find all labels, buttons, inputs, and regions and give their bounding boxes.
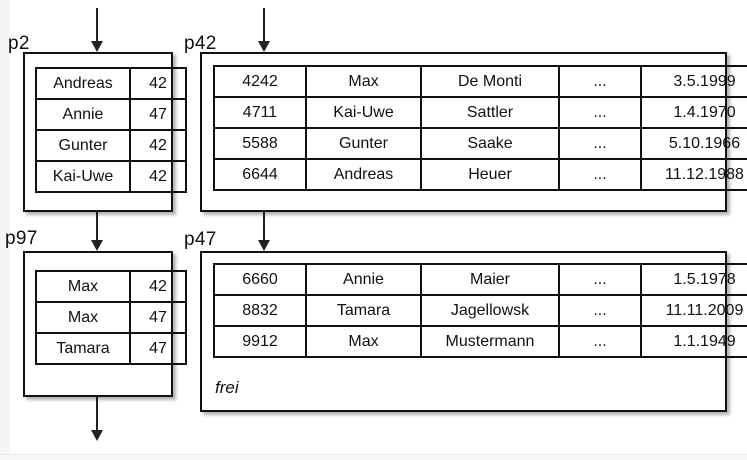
table-cell: Sattler: [420, 96, 560, 129]
table-cell: Max: [305, 65, 422, 98]
table-cell: Andreas: [35, 67, 131, 100]
free-space-label: frei: [215, 378, 239, 397]
table-cell: 8832: [213, 294, 307, 327]
table-cell: Andreas: [305, 158, 422, 191]
table-cell: 47: [129, 98, 187, 131]
table-cell: Gunter: [305, 127, 422, 160]
table-cell: Saake: [420, 127, 560, 160]
table-cell: 11.12.1988: [640, 158, 747, 191]
table-cell: Annie: [35, 98, 131, 131]
page-label-p2: p2: [8, 33, 30, 54]
table-cell: 42: [129, 129, 187, 162]
table-cell: Gunter: [35, 129, 131, 162]
table-cell: 3.5.1999: [640, 65, 747, 98]
table-cell: 1.1.1949: [640, 325, 747, 358]
table-cell: Max: [35, 270, 131, 303]
table-cell: 42: [129, 67, 187, 100]
table-cell: Tamara: [305, 294, 422, 327]
page-label-p47: p47: [184, 229, 217, 250]
table-cell: 11.11.2009: [640, 294, 747, 327]
table-cell: ...: [558, 294, 642, 327]
table-cell: 1.4.1970: [640, 96, 747, 129]
table-cell: Kai-Uwe: [305, 96, 422, 129]
arrow-p2-to-p97: [90, 212, 103, 251]
arrow-into-p2: [90, 8, 103, 52]
arrow-head-icon: [257, 41, 270, 52]
arrow-head-icon: [90, 41, 103, 52]
arrow-out-of-p97: [90, 397, 103, 441]
table-cell: 9912: [213, 325, 307, 358]
slide-bottom-margin: [0, 454, 747, 460]
table-cell: ...: [558, 96, 642, 129]
table-cell: Max: [35, 301, 131, 334]
table-cell: 4711: [213, 96, 307, 129]
arrow-head-icon: [90, 430, 103, 441]
table-cell: 5.10.1966: [640, 127, 747, 160]
table-cell: ...: [558, 158, 642, 191]
table-cell: Annie: [305, 263, 422, 296]
table-cell: ...: [558, 65, 642, 98]
table-cell: Kai-Uwe: [35, 160, 131, 193]
page-label-p97: p97: [5, 228, 38, 249]
table-cell: Heuer: [420, 158, 560, 191]
table-cell: Mustermann: [420, 325, 560, 358]
table-cell: ...: [558, 325, 642, 358]
arrow-p42-to-p47: [257, 212, 270, 251]
table-cell: 4242: [213, 65, 307, 98]
table-cell: 47: [129, 301, 187, 334]
table-cell: 6660: [213, 263, 307, 296]
arrow-shaft: [95, 212, 98, 240]
table-cell: Max: [305, 325, 422, 358]
table-cell: 42: [129, 270, 187, 303]
table-cell: De Monti: [420, 65, 560, 98]
table-cell: ...: [558, 127, 642, 160]
table-cell: 6644: [213, 158, 307, 191]
table-cell: Jagellowsk: [420, 294, 560, 327]
arrow-shaft: [95, 397, 98, 430]
arrow-into-p42: [257, 8, 270, 52]
table-cell: 5588: [213, 127, 307, 160]
arrow-shaft: [95, 8, 98, 41]
table-cell: 47: [129, 332, 187, 365]
table-cell: Tamara: [35, 332, 131, 365]
page-label-p42: p42: [184, 33, 217, 54]
table-cell: ...: [558, 263, 642, 296]
arrow-head-icon: [90, 240, 103, 251]
arrow-shaft: [262, 8, 265, 41]
table-cell: 1.5.1978: [640, 263, 747, 296]
table-cell: 42: [129, 160, 187, 193]
table-cell: Maier: [420, 263, 560, 296]
slide-left-margin: [0, 0, 10, 454]
arrow-head-icon: [257, 240, 270, 251]
arrow-shaft: [262, 212, 265, 240]
